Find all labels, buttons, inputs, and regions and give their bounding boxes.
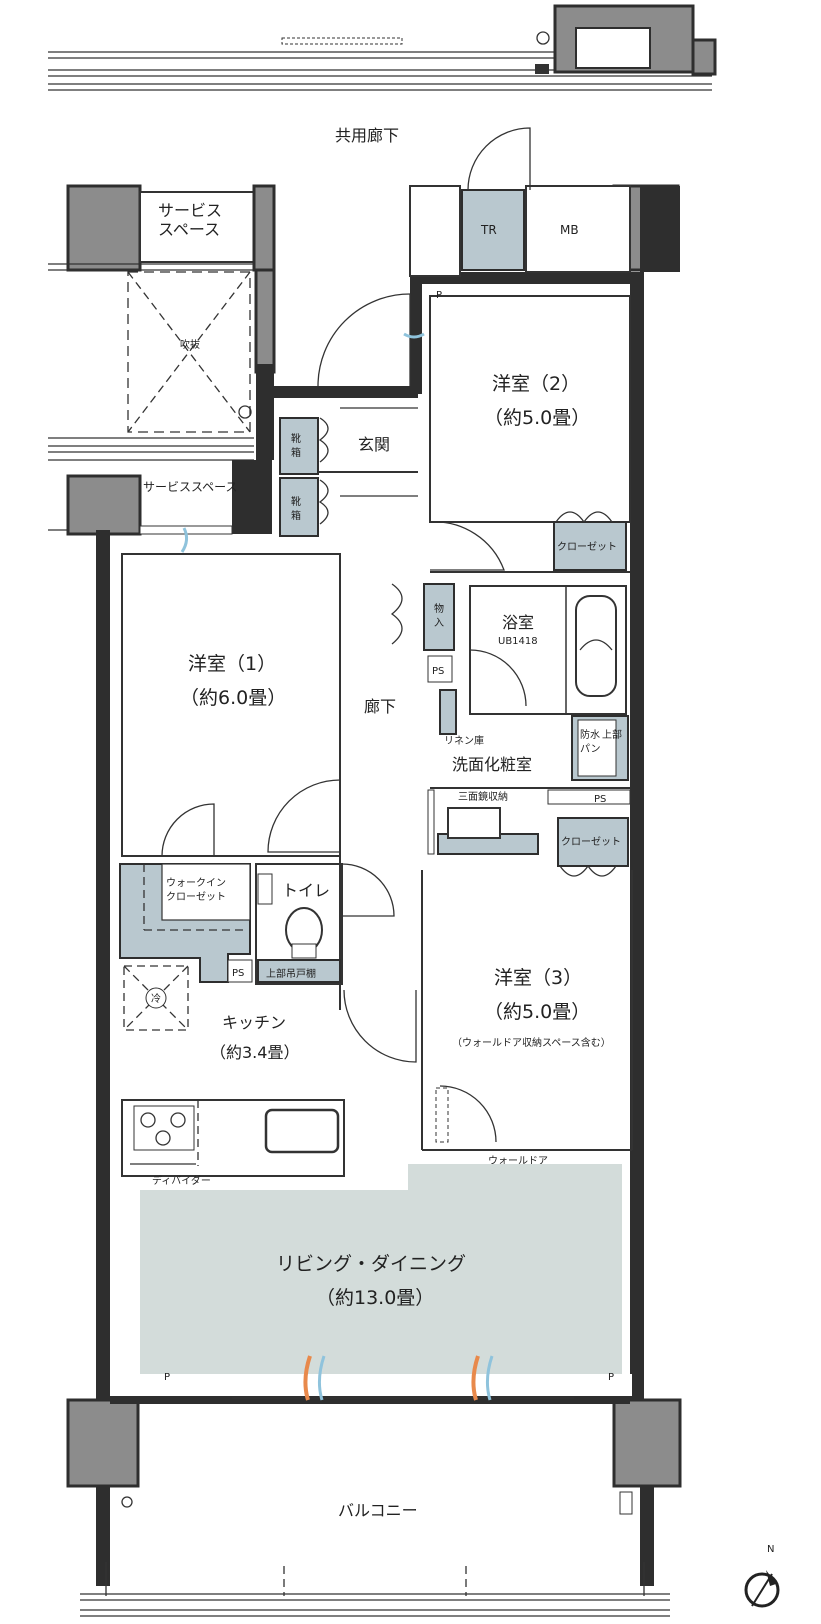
living-dining — [122, 1164, 632, 1399]
tr-mb-block — [409, 127, 631, 277]
ld-name: リビング・ダイニング — [276, 1253, 466, 1275]
walkin-toilet — [119, 863, 395, 985]
walkin-label-1: ウォークイン — [166, 877, 226, 889]
bath-name: 浴室 — [502, 613, 534, 632]
shoe-box-1-label: 靴 — [291, 432, 301, 445]
genkan-label: 玄関 — [358, 435, 390, 454]
ps-label-2: PS — [594, 794, 606, 805]
bathroom — [390, 583, 631, 877]
north-arrow-icon — [744, 1570, 780, 1608]
ps-label-1: PS — [432, 666, 444, 677]
left-void-area — [48, 184, 276, 536]
p-mark-2: P — [608, 1372, 614, 1383]
outer-walls — [66, 184, 682, 1586]
triple-mirror-label: 三面鏡収納 — [458, 790, 508, 803]
airflow-marks — [180, 332, 494, 1401]
service-space-top-line2: スペース — [158, 220, 220, 239]
divider-label: ディバイダー — [152, 1174, 211, 1187]
room-3 — [343, 870, 633, 1151]
washroom-label: 洗面化粧室 — [452, 755, 532, 774]
room1-name: 洋室（1） — [188, 653, 276, 675]
hallway-label: 廊下 — [364, 697, 396, 716]
bath-type: UB1418 — [498, 636, 538, 647]
shoe-box-1-label2: 箱 — [291, 446, 301, 459]
north-label: N — [767, 1544, 774, 1555]
corridor-railing — [48, 4, 717, 91]
service-space-top-line1: サービス — [158, 201, 222, 220]
upper-shelf-label: 上部吊戸棚 — [266, 967, 316, 980]
ld-size: （約13.0畳） — [316, 1287, 434, 1309]
shoe-box-2-label: 靴 — [291, 495, 301, 508]
shoe-box-2-label2: 箱 — [291, 509, 301, 522]
kitchen-name: キッチン — [222, 1013, 286, 1032]
closet-2-label: クローゼット — [557, 541, 617, 553]
common-corridor-label: 共用廊下 — [335, 126, 399, 145]
linen-label: リネン庫 — [444, 734, 484, 747]
kitchen — [121, 965, 345, 1177]
toilet-label: トイレ — [282, 881, 330, 900]
refrigerator-label: 冷 — [151, 992, 161, 1005]
room1-size: （約6.0畳） — [180, 687, 286, 709]
room3-note: （ウォールドア収納スペース含む） — [452, 1036, 611, 1049]
entrance — [279, 293, 418, 537]
balcony — [80, 1491, 670, 1617]
ps-label-3: PS — [232, 968, 244, 979]
balcony-label: バルコニー — [338, 1501, 418, 1520]
room3-size: （約5.0畳） — [484, 1001, 590, 1023]
tr-label: TR — [480, 223, 497, 237]
storage-label-1: 物 — [434, 602, 444, 615]
storage-label-2: 入 — [434, 618, 444, 629]
room2-size: （約5.0畳） — [484, 407, 590, 429]
kitchen-size: （約3.4畳） — [210, 1043, 299, 1062]
upper-shelf-vertical: 上部 — [602, 728, 622, 741]
closet-3-label: クローゼット — [561, 836, 621, 848]
service-space-label: サービススペース — [143, 480, 238, 494]
room2-name: 洋室（2） — [492, 373, 580, 395]
mb-label: MB — [560, 223, 579, 237]
waterproof-pan-2: パン — [580, 743, 601, 755]
room-1 — [121, 553, 341, 1010]
walkin-label-2: クローゼット — [166, 891, 226, 903]
room-2 — [429, 295, 631, 573]
void-label: 吹抜 — [180, 338, 200, 351]
waterproof-pan-1: 防水 — [580, 728, 600, 741]
room3-name: 洋室（3） — [494, 967, 582, 989]
p-mark-3: P — [436, 290, 442, 301]
p-mark-1: P — [164, 1372, 170, 1383]
